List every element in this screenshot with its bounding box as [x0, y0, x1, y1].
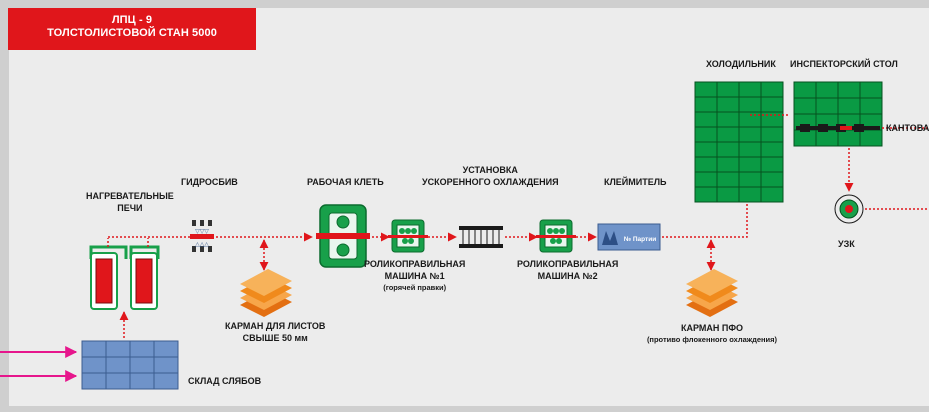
- label-pfo-pocket: КАРМАН ПФО (противо флокенного охлаждени…: [642, 322, 782, 346]
- label-marker: КЛЕЙМИТЕЛЬ: [604, 177, 667, 187]
- label-pfo-pocket-note: (противо флокенного охлаждения): [646, 335, 778, 344]
- label-leveler2-1: РОЛИКОПРАВИЛЬНАЯ: [517, 259, 619, 269]
- uzk-icon: [834, 194, 864, 224]
- label-leveler1-note: (горячей правки): [383, 283, 447, 292]
- label-furnaces: НАГРЕВАТЕЛЬНЫЕ ПЕЧИ: [86, 190, 174, 214]
- header-line1: ЛПЦ - 9: [111, 14, 153, 26]
- furnace-2-icon: [129, 245, 160, 310]
- svg-text:▽▽▽: ▽▽▽: [195, 229, 209, 235]
- label-furnaces-2: ПЕЧИ: [117, 203, 143, 213]
- label-inspection: ИНСПЕКТОРСКИЙ СТОЛ: [790, 59, 898, 69]
- plate-pocket-icon: [240, 269, 292, 317]
- pfo-pocket-icon: [686, 269, 738, 317]
- label-plate-pocket-1: КАРМАН ДЛЯ ЛИСТОВ: [225, 321, 326, 331]
- label-leveler1-1: РОЛИКОПРАВИЛЬНАЯ: [364, 259, 466, 269]
- cooler-grid-icon: [694, 81, 784, 203]
- label-furnaces-1: НАГРЕВАТЕЛЬНЫЕ: [86, 191, 174, 201]
- label-descaler: ГИДРОСБИВ: [181, 177, 238, 187]
- marker-badge-text: № Партии: [624, 236, 656, 243]
- label-uzk: УЗК: [838, 239, 855, 249]
- label-leveler2-2: МАШИНА №2: [537, 271, 598, 281]
- label-leveler1: РОЛИКОПРАВИЛЬНАЯ МАШИНА №1 (горячей прав…: [364, 258, 465, 294]
- label-cooler: ХОЛОДИЛЬНИК: [706, 59, 776, 69]
- label-slab-store: СКЛАД СЛЯБОВ: [188, 376, 262, 386]
- header-line2: ТОЛСТОЛИСТОВОЙ СТАН 5000: [47, 27, 217, 39]
- header-tag: ЛПЦ - 9 ТОЛСТОЛИСТОВОЙ СТАН 5000: [8, 8, 256, 50]
- leveler-2-icon: [536, 219, 576, 253]
- slab-store-icon: [81, 340, 179, 390]
- inspection-table-icon: [793, 81, 883, 147]
- rolling-stand-icon: [316, 204, 370, 268]
- accelerated-cooling-icon: [459, 226, 503, 248]
- descaler-icon: ▽▽▽ △△△: [190, 220, 214, 252]
- label-plate-pocket-2: СВЫШЕ 50 мм: [242, 333, 308, 343]
- label-cooling: УСТАНОВКА УСКОРЕННОГО ОХЛАЖДЕНИЯ: [422, 164, 559, 188]
- label-stand: РАБОЧАЯ КЛЕТЬ: [307, 177, 384, 187]
- label-cooling-2: УСКОРЕННОГО ОХЛАЖДЕНИЯ: [422, 177, 559, 187]
- label-leveler1-2: МАШИНА №1: [384, 271, 445, 281]
- marker-badge-icon: № Партии: [597, 223, 661, 251]
- diagram-panel: [6, 8, 929, 406]
- furnace-1-icon: [89, 245, 128, 310]
- label-plate-pocket: КАРМАН ДЛЯ ЛИСТОВ СВЫШЕ 50 мм: [225, 320, 325, 344]
- svg-text:△△△: △△△: [195, 242, 209, 248]
- label-turner: КАНТОВАТ: [886, 123, 929, 133]
- label-pfo-pocket-1: КАРМАН ПФО: [680, 323, 744, 333]
- label-cooling-1: УСТАНОВКА: [462, 165, 518, 175]
- leveler-1-icon: [388, 219, 428, 253]
- label-leveler2: РОЛИКОПРАВИЛЬНАЯ МАШИНА №2: [517, 258, 618, 282]
